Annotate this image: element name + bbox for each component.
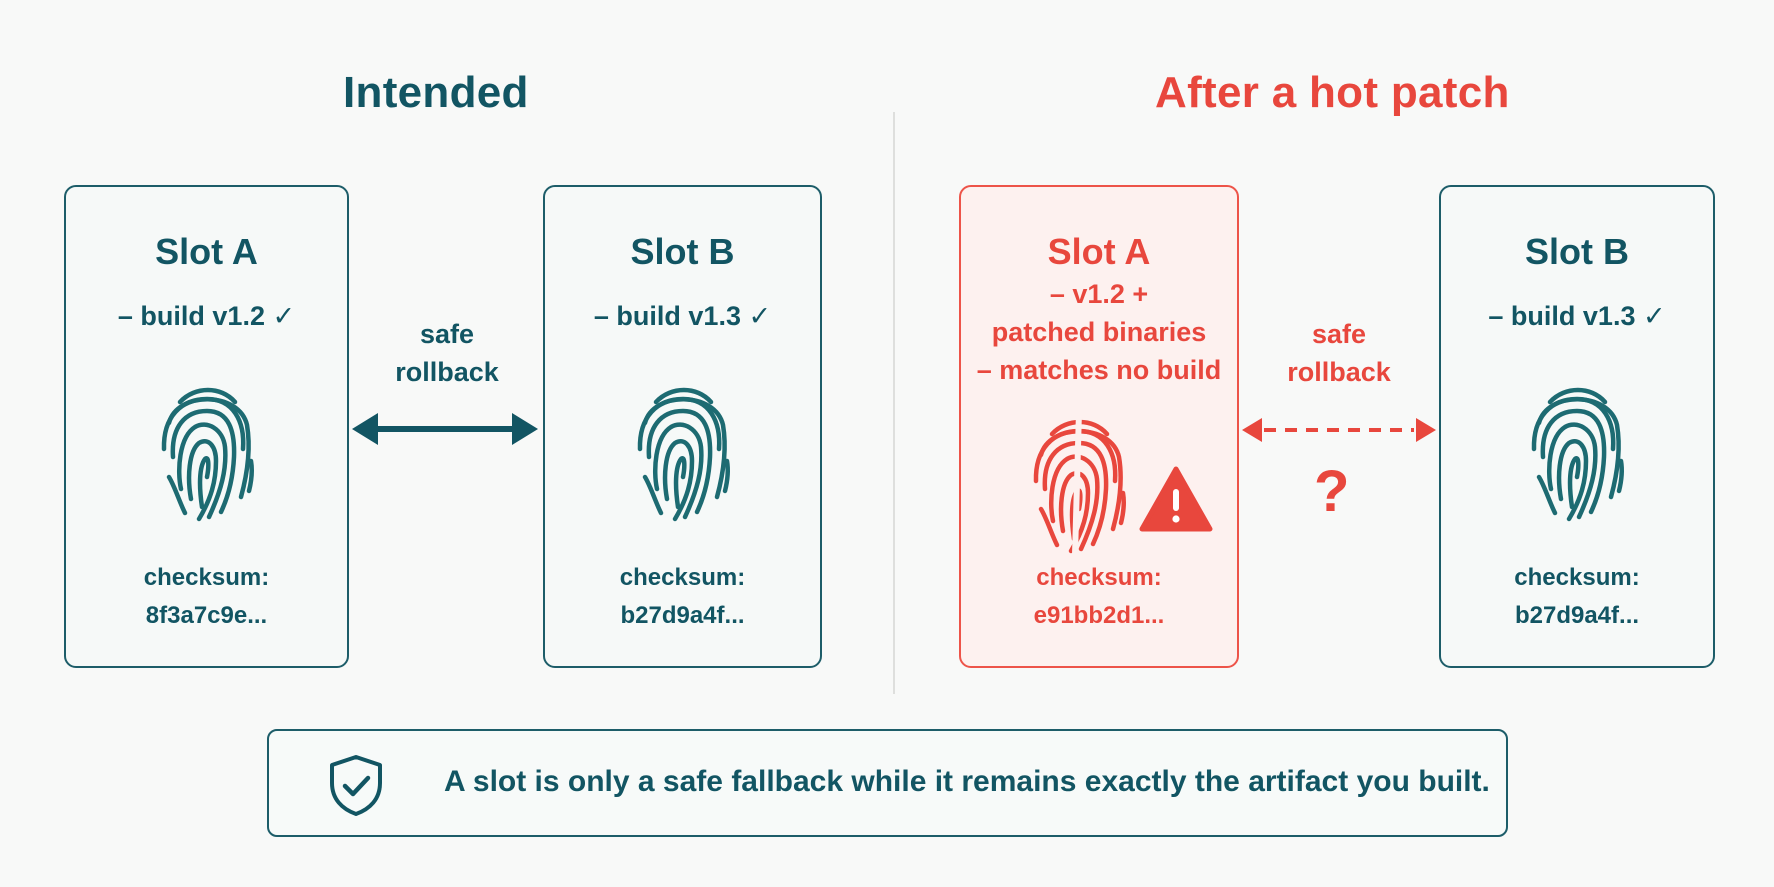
slot-title: Slot B <box>1525 231 1629 272</box>
right-link-label: safe rollback <box>1262 315 1416 391</box>
question-mark: ? <box>1314 459 1350 524</box>
intended-slot-a-card: Slot A – build v1.2 ✓ checksum: 8f3a7c9e… <box>64 185 349 668</box>
checksum-value: b27d9a4f... <box>1514 602 1640 629</box>
checksum-value: b27d9a4f... <box>620 602 745 629</box>
checksum-label: checksum: <box>1514 564 1640 591</box>
slot-title: Slot A <box>1047 231 1151 272</box>
checksum-label: checksum: <box>1036 564 1162 591</box>
fingerprint-icon <box>631 377 735 523</box>
link-line-1: safe <box>1311 319 1367 349</box>
takeaway-text: A slot is only a safe fallback while it … <box>444 765 1490 798</box>
shield-check-icon <box>330 755 382 816</box>
slot-title: Slot A <box>155 231 258 272</box>
slot-build: – build v1.3 ✓ <box>1488 301 1666 331</box>
link-line-2: rollback <box>395 357 499 387</box>
slot-build: – build v1.2 ✓ <box>117 301 296 331</box>
slot-title: Slot B <box>630 231 735 272</box>
broken-fingerprint-icon <box>1027 410 1131 555</box>
slot-build: – build v1.3 ✓ <box>593 301 772 331</box>
intended-slot-b-card: Slot B – build v1.3 ✓ checksum: b27d9a4f… <box>543 185 822 668</box>
left-link-label: safe rollback <box>370 315 524 391</box>
checksum-value: 8f3a7c9e... <box>145 602 268 629</box>
fingerprint-icon <box>1525 377 1629 523</box>
hot-patch-heading: After a hot patch <box>1155 68 1510 117</box>
link-line-2: rollback <box>1287 357 1391 387</box>
patched-slot-b-card: Slot B – build v1.3 ✓ checksum: b27d9a4f… <box>1439 185 1715 668</box>
slot-mismatch-note: – matches no build <box>976 355 1222 385</box>
warning-icon <box>1139 466 1213 532</box>
slot-version: – v1.2 + <box>1049 279 1149 309</box>
uncertain-rollback-arrow <box>1242 418 1436 442</box>
slot-patch-note: patched binaries <box>991 317 1207 347</box>
takeaway-note: A slot is only a safe fallback while it … <box>267 729 1508 837</box>
patched-slot-a-card: Slot A – v1.2 + patched binaries – match… <box>959 185 1239 668</box>
section-divider <box>893 112 895 694</box>
checksum-value: e91bb2d1... <box>1033 602 1165 629</box>
checksum-label: checksum: <box>619 564 746 591</box>
checksum-label: checksum: <box>143 564 270 591</box>
safe-rollback-arrow <box>352 413 538 445</box>
fingerprint-icon <box>155 377 259 523</box>
intended-heading: Intended <box>343 68 529 117</box>
link-line-1: safe <box>419 319 475 349</box>
